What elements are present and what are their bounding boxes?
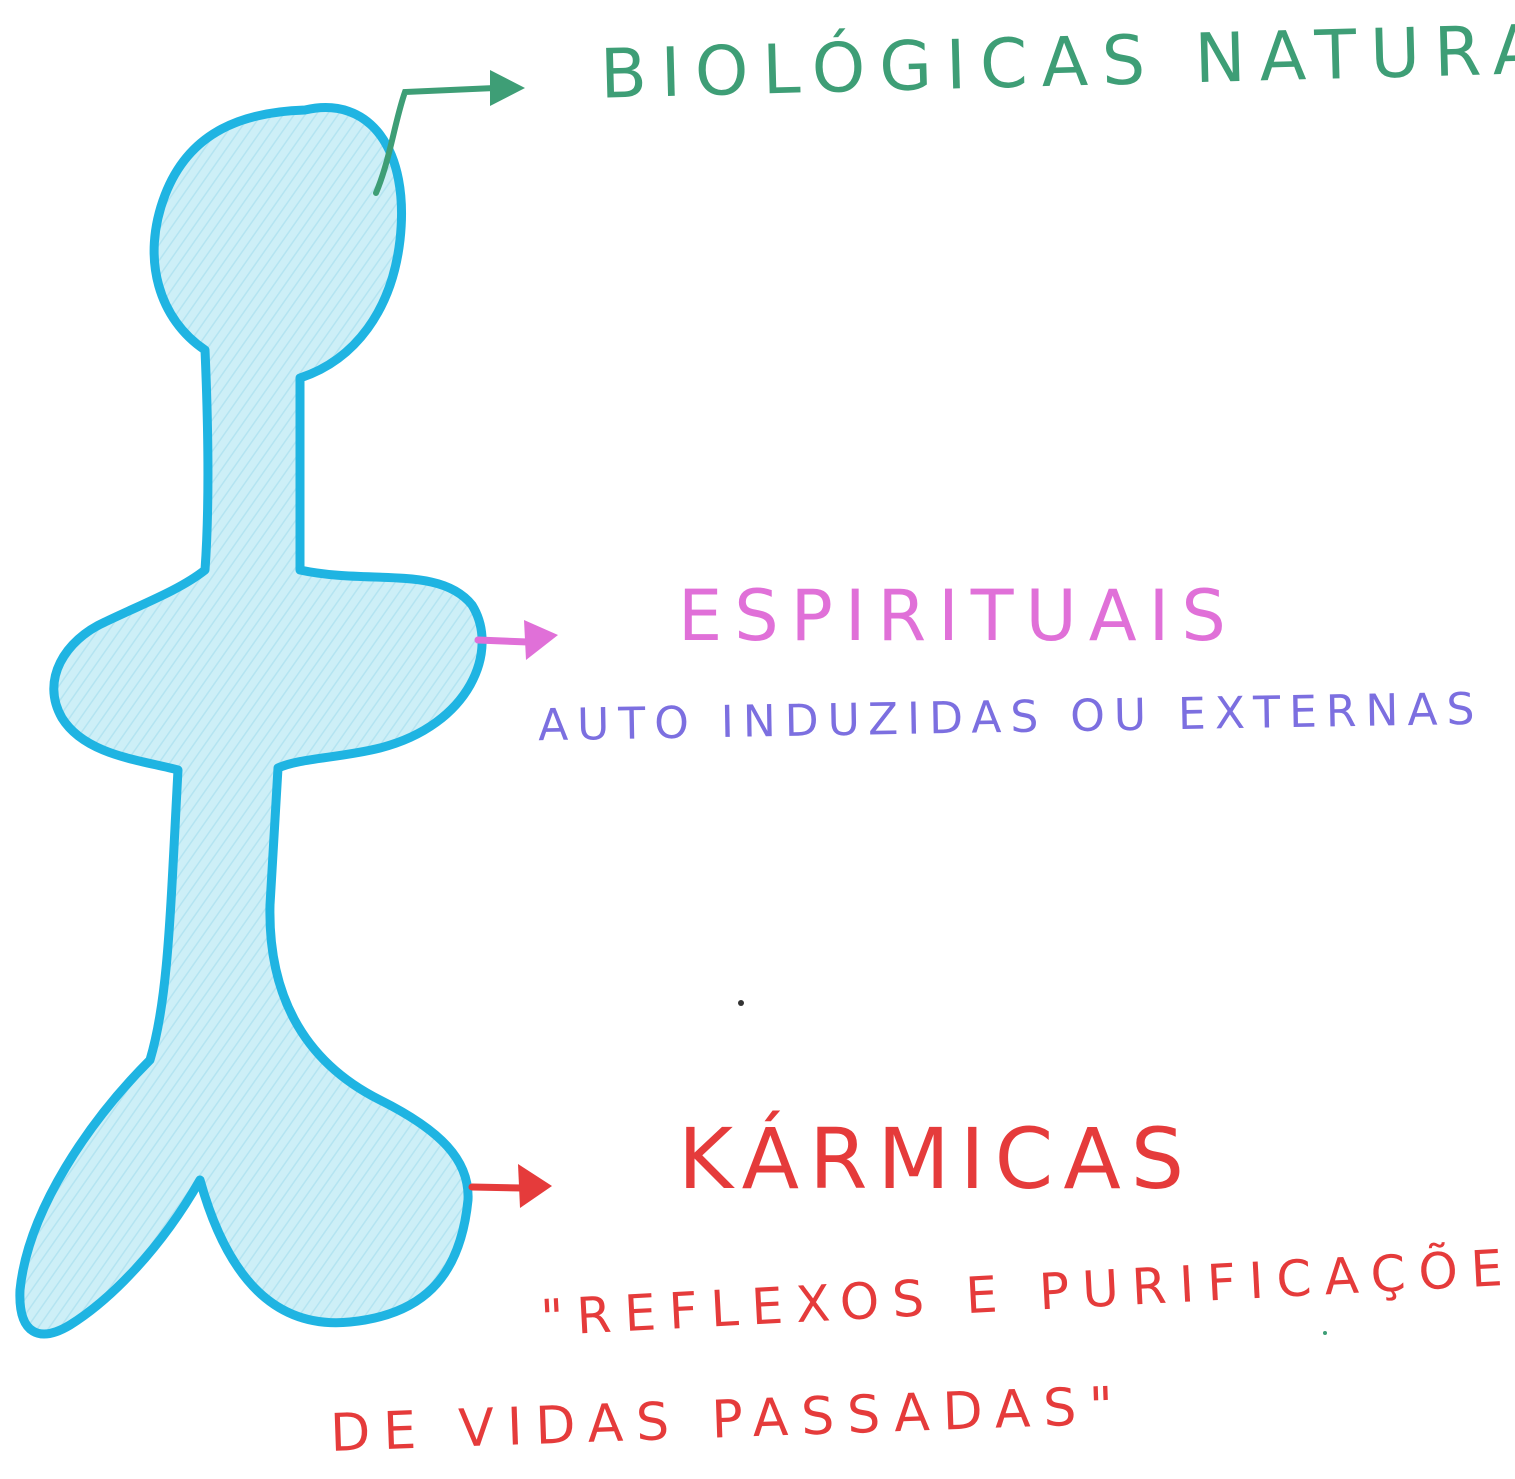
stray-dot [738,1000,744,1006]
label-espirituais: ESPIRITUAIS [678,575,1238,657]
arrow-karmicas [472,1164,552,1208]
stray-dot [1323,1331,1327,1335]
body-figure [20,108,482,1334]
label-karmicas: KÁRMICAS [678,1110,1194,1208]
arrow-espirituais [478,620,558,660]
